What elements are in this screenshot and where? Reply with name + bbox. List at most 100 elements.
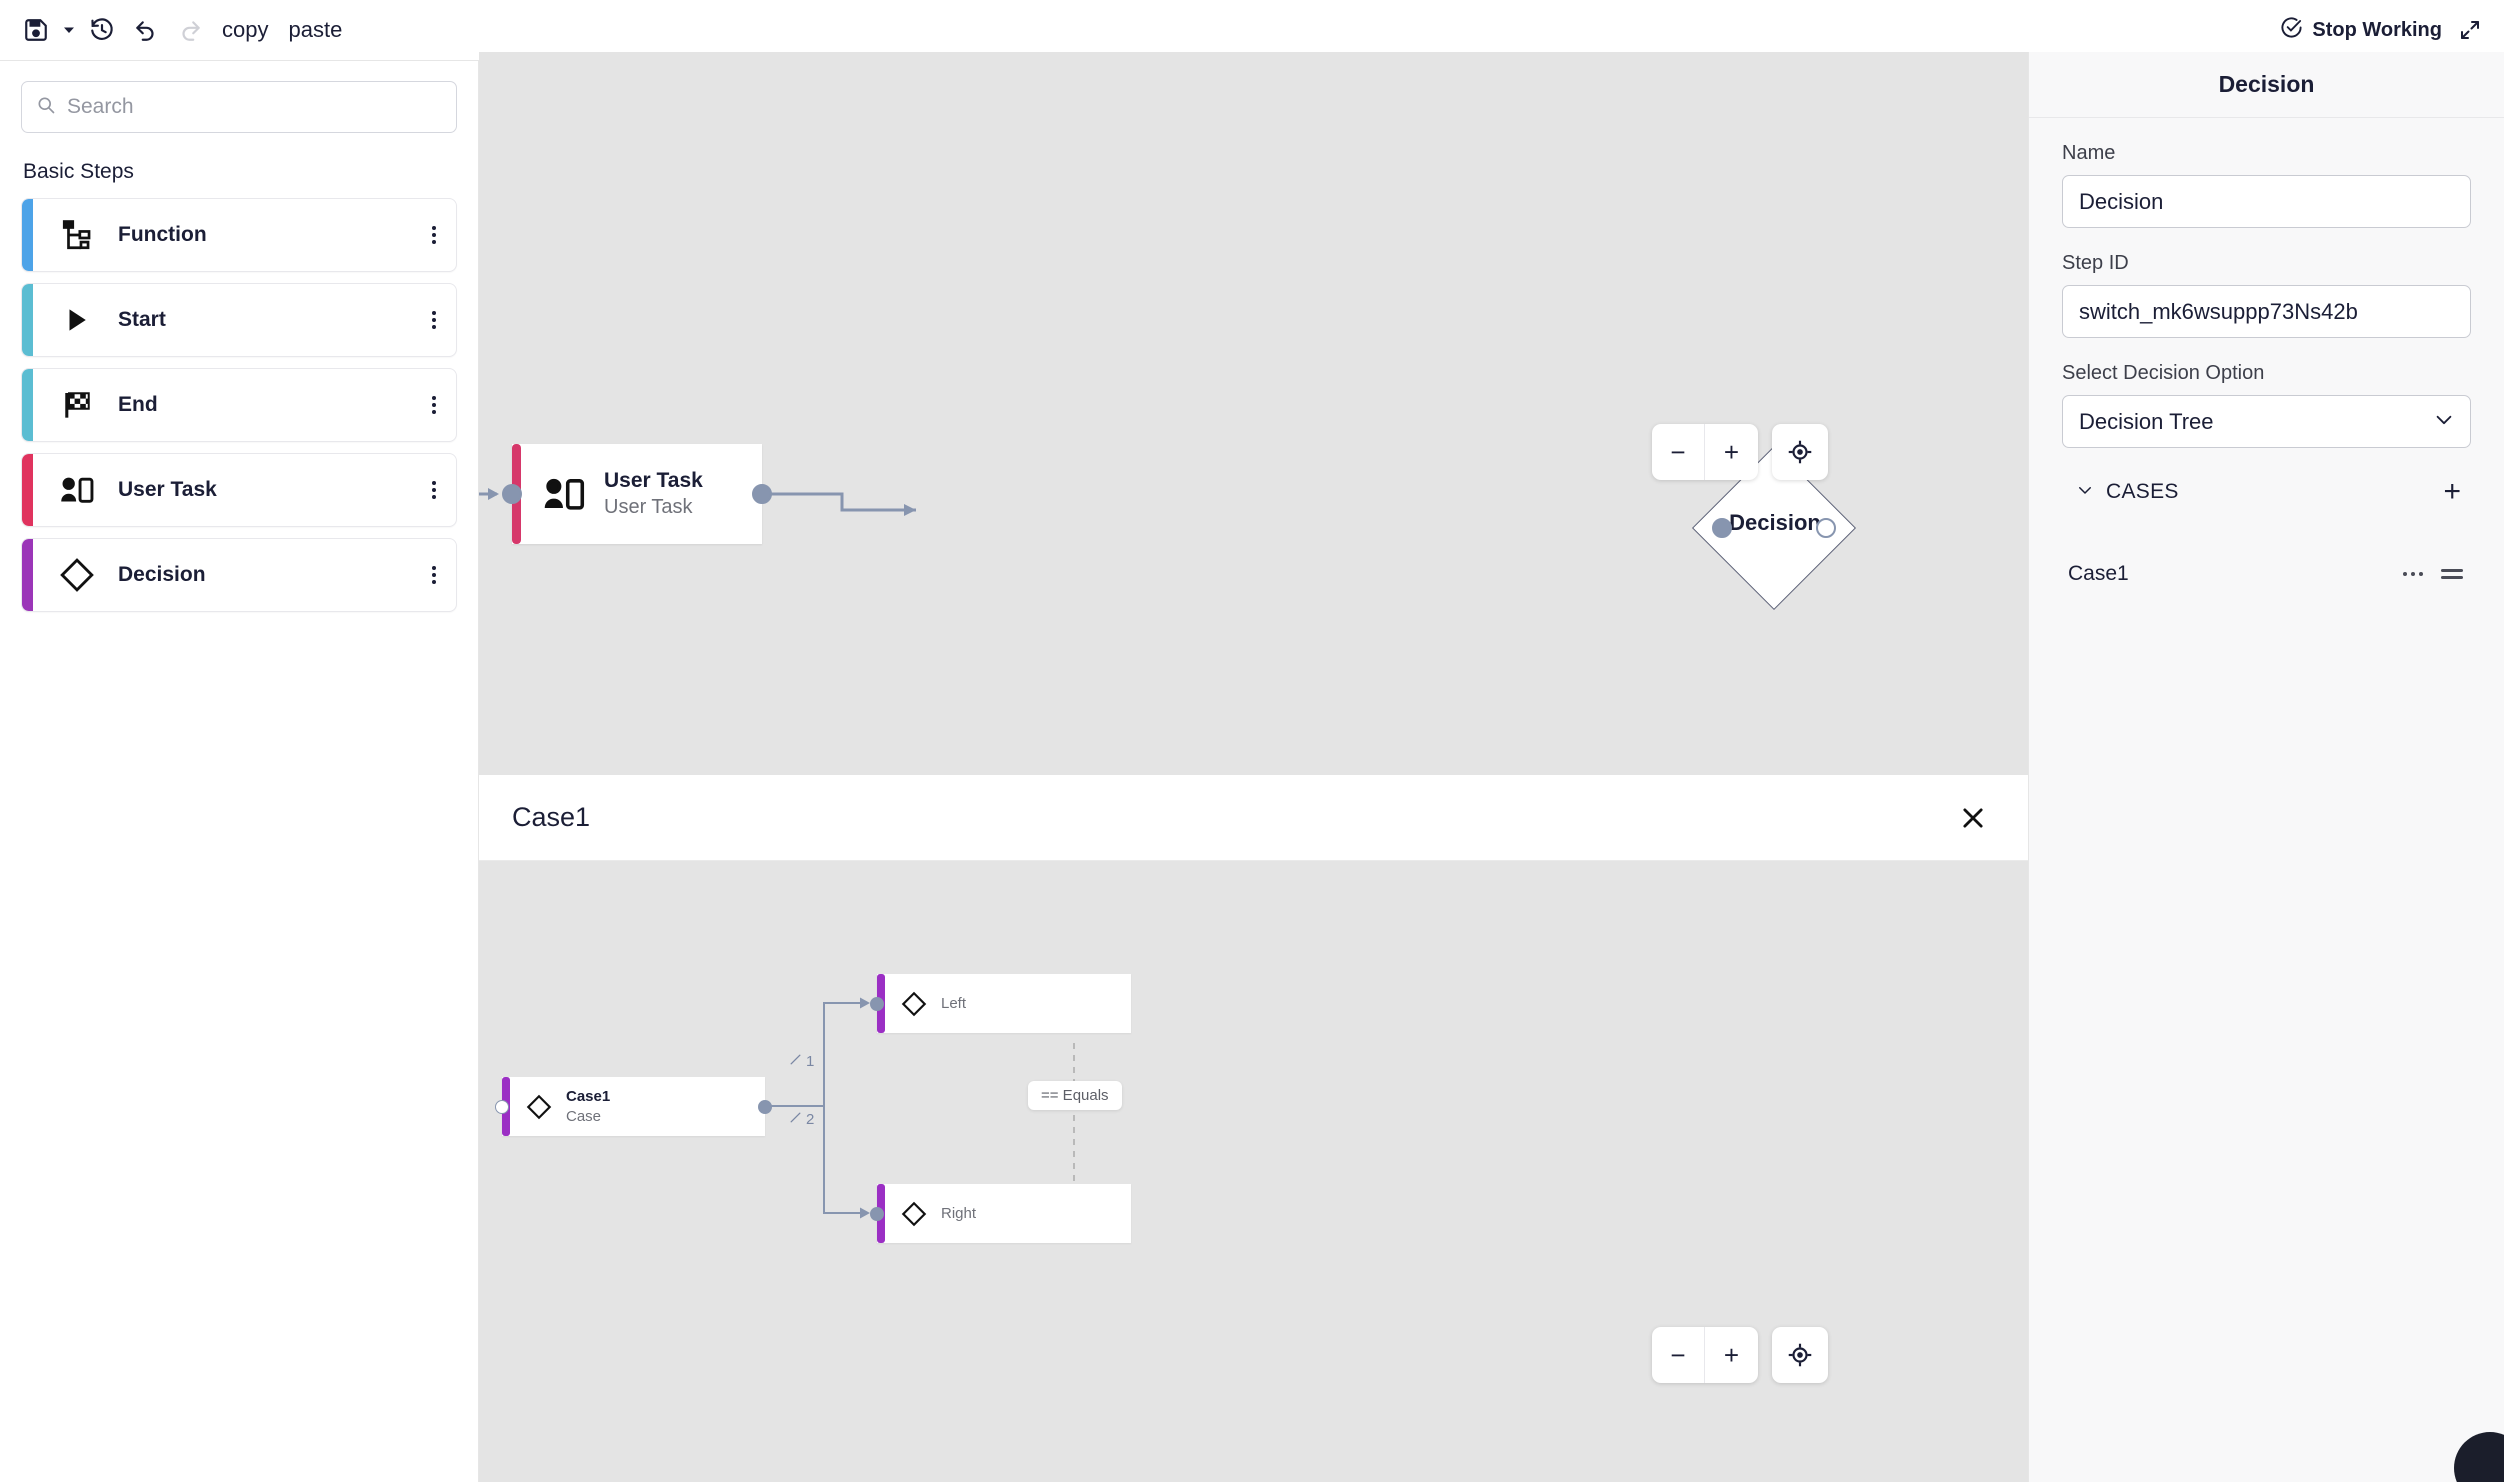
node-title: Left: [941, 995, 967, 1012]
step-accent-bar: [22, 454, 33, 526]
hierarchy-icon: [56, 218, 98, 252]
branch-label-1[interactable]: 1: [789, 1053, 814, 1070]
drag-handle-icon[interactable]: [2437, 569, 2467, 579]
step-accent-bar: [22, 199, 33, 271]
branch-index: 2: [806, 1111, 815, 1128]
step-accent-bar: [22, 284, 33, 356]
node-input-port[interactable]: [502, 484, 522, 504]
panel-body: Name Step ID Select Decision Option: [2029, 118, 2504, 602]
check-circle-icon: [2280, 16, 2303, 45]
case-panel-header: Case1: [479, 775, 2028, 861]
kebab-menu-icon[interactable]: [412, 284, 456, 356]
properties-panel: Decision Name Step ID Select Decision Op…: [2028, 52, 2504, 1482]
sidebar-item-decision[interactable]: Decision: [21, 538, 457, 612]
kebab-menu-icon[interactable]: [412, 369, 456, 441]
sidebar-item-label: Decision: [118, 563, 206, 586]
kebab-menu-icon[interactable]: [412, 199, 456, 271]
ellipsis-icon[interactable]: [2389, 572, 2437, 576]
case-node-right[interactable]: Right: [870, 1184, 1131, 1243]
cases-section-header[interactable]: CASES +: [2062, 472, 2471, 512]
zoom-out-button[interactable]: −: [1652, 424, 1705, 480]
section-title-basic-steps: Basic Steps: [23, 160, 134, 183]
corner-decoration: [2454, 1432, 2504, 1482]
operator-badge[interactable]: == Equals: [1028, 1081, 1122, 1110]
decision-option-select[interactable]: [2062, 395, 2471, 448]
node-subtitle: User Task: [604, 495, 693, 518]
kebab-menu-icon[interactable]: [412, 539, 456, 611]
sidebar-item-label: Function: [118, 223, 207, 246]
save-dropdown-caret[interactable]: [58, 8, 80, 52]
history-button[interactable]: [80, 8, 124, 52]
stop-working-label: Stop Working: [2312, 18, 2442, 41]
decision-option-field-group: Select Decision Option: [2062, 362, 2471, 448]
stop-working-button[interactable]: Stop Working: [2280, 16, 2442, 45]
diamond-icon: [901, 991, 927, 1017]
search-box[interactable]: [21, 81, 457, 133]
undo-button[interactable]: [124, 8, 168, 52]
search-input[interactable]: [67, 95, 442, 119]
zoom-pill: − +: [1652, 424, 1758, 480]
sidebar-item-label: End: [118, 393, 158, 416]
step-accent-bar: [22, 539, 33, 611]
search-icon: [36, 95, 56, 120]
node-input-port[interactable]: [870, 997, 884, 1011]
copy-button[interactable]: copy: [222, 17, 269, 42]
zoom-pill: − +: [1652, 1327, 1758, 1383]
flag-icon: [56, 389, 98, 421]
case-node-case1[interactable]: Case1 Case: [495, 1077, 772, 1136]
sidebar-item-start[interactable]: Start: [21, 283, 457, 357]
name-label: Name: [2062, 142, 2116, 164]
steps-sidebar: Basic Steps Function Start: [0, 61, 479, 1482]
save-button[interactable]: [14, 8, 58, 52]
node-input-port[interactable]: [1712, 518, 1732, 538]
node-output-port[interactable]: [758, 1100, 772, 1114]
chevron-down-icon[interactable]: [2076, 481, 2094, 504]
case-list-item[interactable]: Case1: [2062, 546, 2471, 602]
fit-to-screen-icon[interactable]: [1772, 1327, 1828, 1383]
branch-index: 1: [806, 1053, 815, 1070]
pencil-icon[interactable]: [789, 1111, 802, 1128]
close-icon[interactable]: [1953, 798, 1993, 838]
case-panel-title: Case1: [512, 802, 591, 832]
kebab-menu-icon[interactable]: [412, 454, 456, 526]
cases-label: CASES: [2106, 480, 2179, 503]
zoom-in-button[interactable]: +: [1723, 1339, 1740, 1370]
add-case-button[interactable]: +: [2443, 475, 2461, 508]
case-name: Case1: [2068, 562, 2129, 585]
zoom-in-button[interactable]: +: [1723, 436, 1740, 467]
case-flow-edges: [765, 997, 1075, 1219]
top-toolbar: copy paste Stop Working: [0, 0, 2504, 61]
fit-to-screen-icon[interactable]: [1772, 424, 1828, 480]
name-input[interactable]: [2062, 175, 2471, 228]
diamond-icon: [526, 1094, 552, 1120]
node-title: User Task: [604, 469, 703, 493]
pencil-icon[interactable]: [789, 1053, 802, 1070]
canvas-node-user-task[interactable]: User Task User Task: [502, 444, 772, 544]
canvas-node-decision[interactable]: Decision: [1691, 442, 1857, 614]
sidebar-item-end[interactable]: End: [21, 368, 457, 442]
step-accent-bar: [22, 369, 33, 441]
play-icon: [56, 305, 98, 335]
flow-edges: [479, 488, 916, 516]
step-id-label: Step ID: [2062, 252, 2129, 274]
sidebar-item-function[interactable]: Function: [21, 198, 457, 272]
node-input-port[interactable]: [870, 1207, 884, 1221]
sidebar-item-label: Start: [118, 308, 166, 331]
user-task-icon: [542, 473, 586, 515]
expand-diagonal-icon[interactable]: [2458, 18, 2482, 42]
sidebar-item-user-task[interactable]: User Task: [21, 453, 457, 527]
branch-label-2[interactable]: 2: [789, 1111, 814, 1128]
node-title: Right: [941, 1205, 977, 1222]
redo-button[interactable]: [168, 8, 212, 52]
case-flow-canvas[interactable]: Case1 Case Left Righ: [479, 861, 2028, 1482]
case-node-left[interactable]: Left: [870, 974, 1131, 1033]
zoom-out-button[interactable]: −: [1652, 1327, 1705, 1383]
main-flow-canvas[interactable]: User Task User Task Decision − +: [479, 52, 2028, 775]
paste-button[interactable]: paste: [288, 17, 343, 42]
node-output-port[interactable]: [1816, 518, 1836, 538]
node-input-port[interactable]: [495, 1100, 509, 1114]
node-label: Decision: [1729, 510, 1821, 535]
step-id-input[interactable]: [2062, 285, 2471, 338]
node-output-port[interactable]: [752, 484, 772, 504]
toolbar-left-group: copy paste: [0, 8, 352, 52]
